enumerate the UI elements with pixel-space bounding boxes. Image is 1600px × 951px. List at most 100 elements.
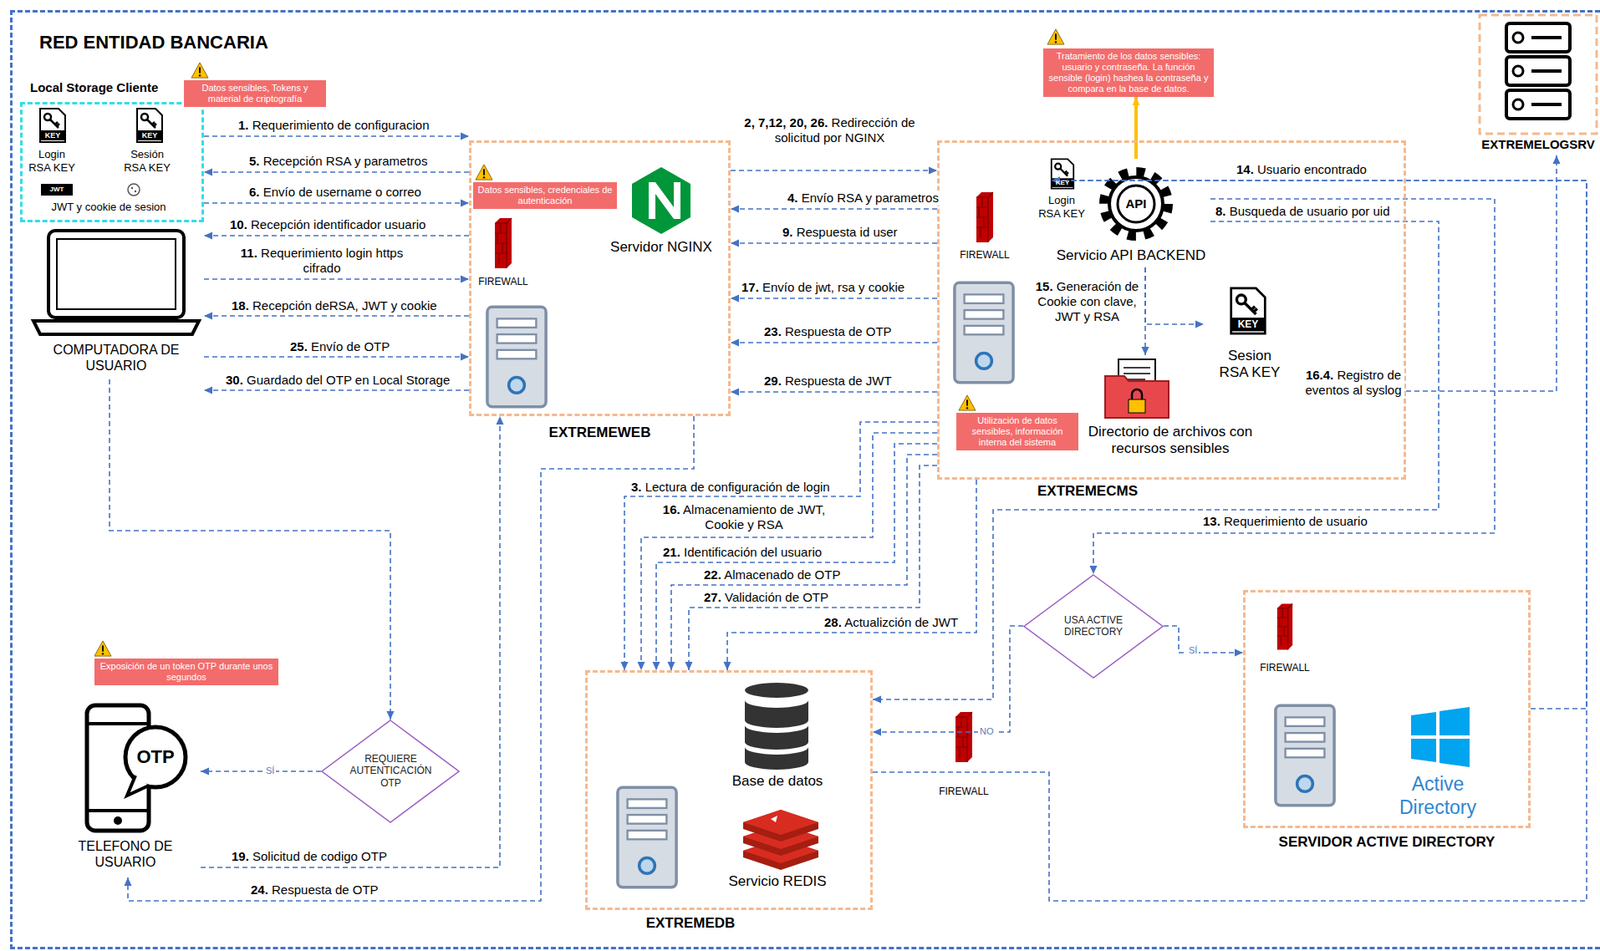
connector [203,275,469,284]
step-number: 14. [1236,162,1254,177]
icon-node: EXTREMELOGSRV [1476,15,1599,156]
connector [872,177,1587,902]
icon-part [1479,15,1597,134]
icon-part [1104,172,1168,236]
icon-part [1506,56,1570,86]
icon-part [134,190,137,193]
connector-line [1145,267,1204,325]
connector [730,295,938,303]
arrowhead [460,353,469,362]
icon-part [113,816,123,826]
step-number: 1. [238,117,250,133]
arrowhead [460,132,469,141]
connector-line [200,770,322,773]
icon-part [131,187,133,189]
icon-part [494,218,512,269]
arrowhead [872,728,882,737]
connector-line [1163,626,1244,653]
step-number: 18. [231,298,250,313]
connector [730,339,938,347]
arrowhead [203,312,213,321]
icon-part [1105,376,1169,418]
connector [1406,155,1561,392]
icon-part [1439,707,1470,736]
icon-label: FIREWALL [476,275,530,288]
connector-label: SÍ [264,765,276,777]
connector-label: 3. Lectura de configuración de login [629,479,832,495]
windows-logo [1411,707,1470,768]
connector-line [730,208,938,210]
icon-part [1439,738,1470,768]
connector [730,167,938,175]
connector-label: 5. Recepción RSA y parametros [247,153,429,169]
step-number: 19. [231,849,250,864]
icon-part [770,815,778,823]
redis-icon [743,810,819,871]
step-number: 2, 7,12, 20, 26. [743,115,828,130]
icon-part [1109,177,1163,231]
icon-part [631,167,691,235]
warning-icons [94,29,1065,657]
step-number: 21. [662,545,681,560]
icon-part [1047,29,1065,45]
connector-line [624,422,938,671]
arrowhead [124,877,133,887]
node-label: EXTREMEDB [615,915,766,933]
connector-label: 16.4. Registro de eventos al syslog [1302,367,1405,398]
connector-line [203,389,469,392]
connector-label: 24. Respuesta de OTP [249,882,381,898]
connector-line [730,341,938,344]
connector-line [872,180,1587,902]
connector-label: 28. Actualizción de JWT [822,615,960,631]
warning-text: Utilización de datos sensibles, informac… [960,415,1075,449]
connector-line [203,315,469,317]
step-number: 23. [764,324,782,339]
connector [1163,626,1244,658]
arrowhead [1090,565,1098,575]
connector-label: NO [978,726,996,738]
step-number: 8. [1215,203,1227,219]
connector-label: SÍ [1187,645,1199,657]
connector-label: 6. Envío de username o correo [247,184,423,200]
icon-part [94,641,112,657]
arrowhead [621,662,629,671]
icon-part [1277,604,1293,651]
icon-part [1117,185,1155,223]
icon-node: Sesion RSA KEY [1203,284,1296,385]
icon-part [976,192,994,243]
icon-label: JWT y cookie de sesion [33,200,184,215]
connector [203,232,469,240]
icon-part [744,682,809,699]
connector [203,132,469,141]
connector-label: 27. Validación de OTP [702,590,831,606]
arrowhead [387,711,395,720]
step-number: 27. [703,590,722,605]
step-number: 4. [787,190,799,205]
connector-label: 4. Envío RSA y parametros [785,190,941,206]
warning-text: Exposición de un token OTP durante unos … [98,661,275,683]
arrowhead [730,339,739,347]
icon-label: OTP [133,745,178,770]
connector-line [203,171,469,174]
decision-diamond: REQUIERE AUTENTICACIÓN OTP [321,719,460,824]
step-number: 9. [782,224,794,240]
arrowhead [637,662,646,671]
arrowhead [730,239,739,248]
laptop [33,230,199,335]
connector-label: 1. Requerimiento de configuracion [236,117,431,133]
icon-label: Sesión RSA KEY [122,147,173,175]
connector [1132,96,1141,159]
node-label: TELEFONO DE USUARIO [66,838,184,871]
icon-part [1411,712,1437,736]
icon-label: FIREWALL [1258,662,1312,674]
icon-part [743,810,819,842]
connector-line [730,391,938,393]
connector [203,168,469,177]
connector [200,768,322,776]
icon-part [1123,367,1151,380]
icon-label: FIREWALL [957,249,1012,261]
server-box: Active DirectorySERVIDOR ACTIVE DIRECTOR… [1243,590,1531,829]
connector-line [1134,96,1138,159]
icon-label: KEY [38,130,67,141]
connector-line [688,465,938,671]
